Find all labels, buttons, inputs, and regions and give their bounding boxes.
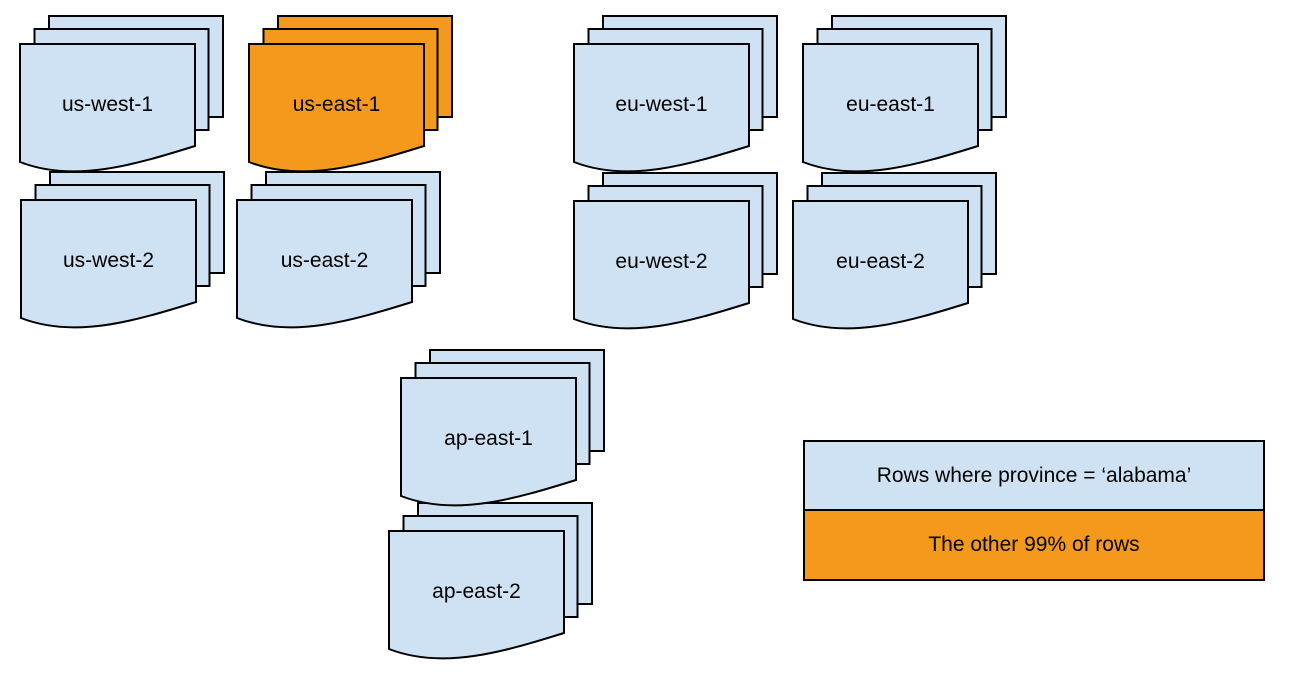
- stack-label: ap-east-1: [444, 427, 533, 450]
- stack-label: us-east-1: [292, 93, 381, 116]
- doc-stack-us-west-2: us-west-2: [20, 171, 226, 331]
- stack-label: eu-west-1: [615, 93, 708, 116]
- legend-label: The other 99% of rows: [928, 533, 1140, 556]
- doc-stack-eu-west-2: eu-west-2: [573, 172, 779, 332]
- legend: Rows where province = ‘alabama’ The othe…: [803, 440, 1265, 581]
- stack-label: us-east-2: [280, 249, 369, 272]
- doc-stack-ap-east-2: ap-east-2: [388, 502, 594, 662]
- doc-stack-us-east-1: us-east-1: [248, 15, 454, 175]
- legend-label: Rows where province = ‘alabama’: [876, 463, 1192, 487]
- doc-stack-eu-east-1: eu-east-1: [802, 15, 1008, 175]
- stack-label: us-west-2: [62, 249, 155, 272]
- doc-stack-us-east-2: us-east-2: [236, 171, 442, 331]
- stack-label: eu-east-2: [836, 250, 925, 273]
- stack-label: eu-west-2: [615, 250, 708, 273]
- legend-item-other-rows: The other 99% of rows: [805, 511, 1263, 579]
- doc-stack-ap-east-1: ap-east-1: [400, 349, 606, 509]
- doc-stack-eu-west-1: eu-west-1: [573, 15, 779, 175]
- stack-label: us-west-1: [61, 93, 154, 116]
- legend-item-alabama-rows: Rows where province = ‘alabama’: [805, 442, 1263, 511]
- doc-stack-us-west-1: us-west-1: [19, 15, 225, 175]
- doc-stack-eu-east-2: eu-east-2: [792, 172, 998, 332]
- stack-label: ap-east-2: [432, 580, 521, 603]
- stack-label: eu-east-1: [846, 93, 935, 116]
